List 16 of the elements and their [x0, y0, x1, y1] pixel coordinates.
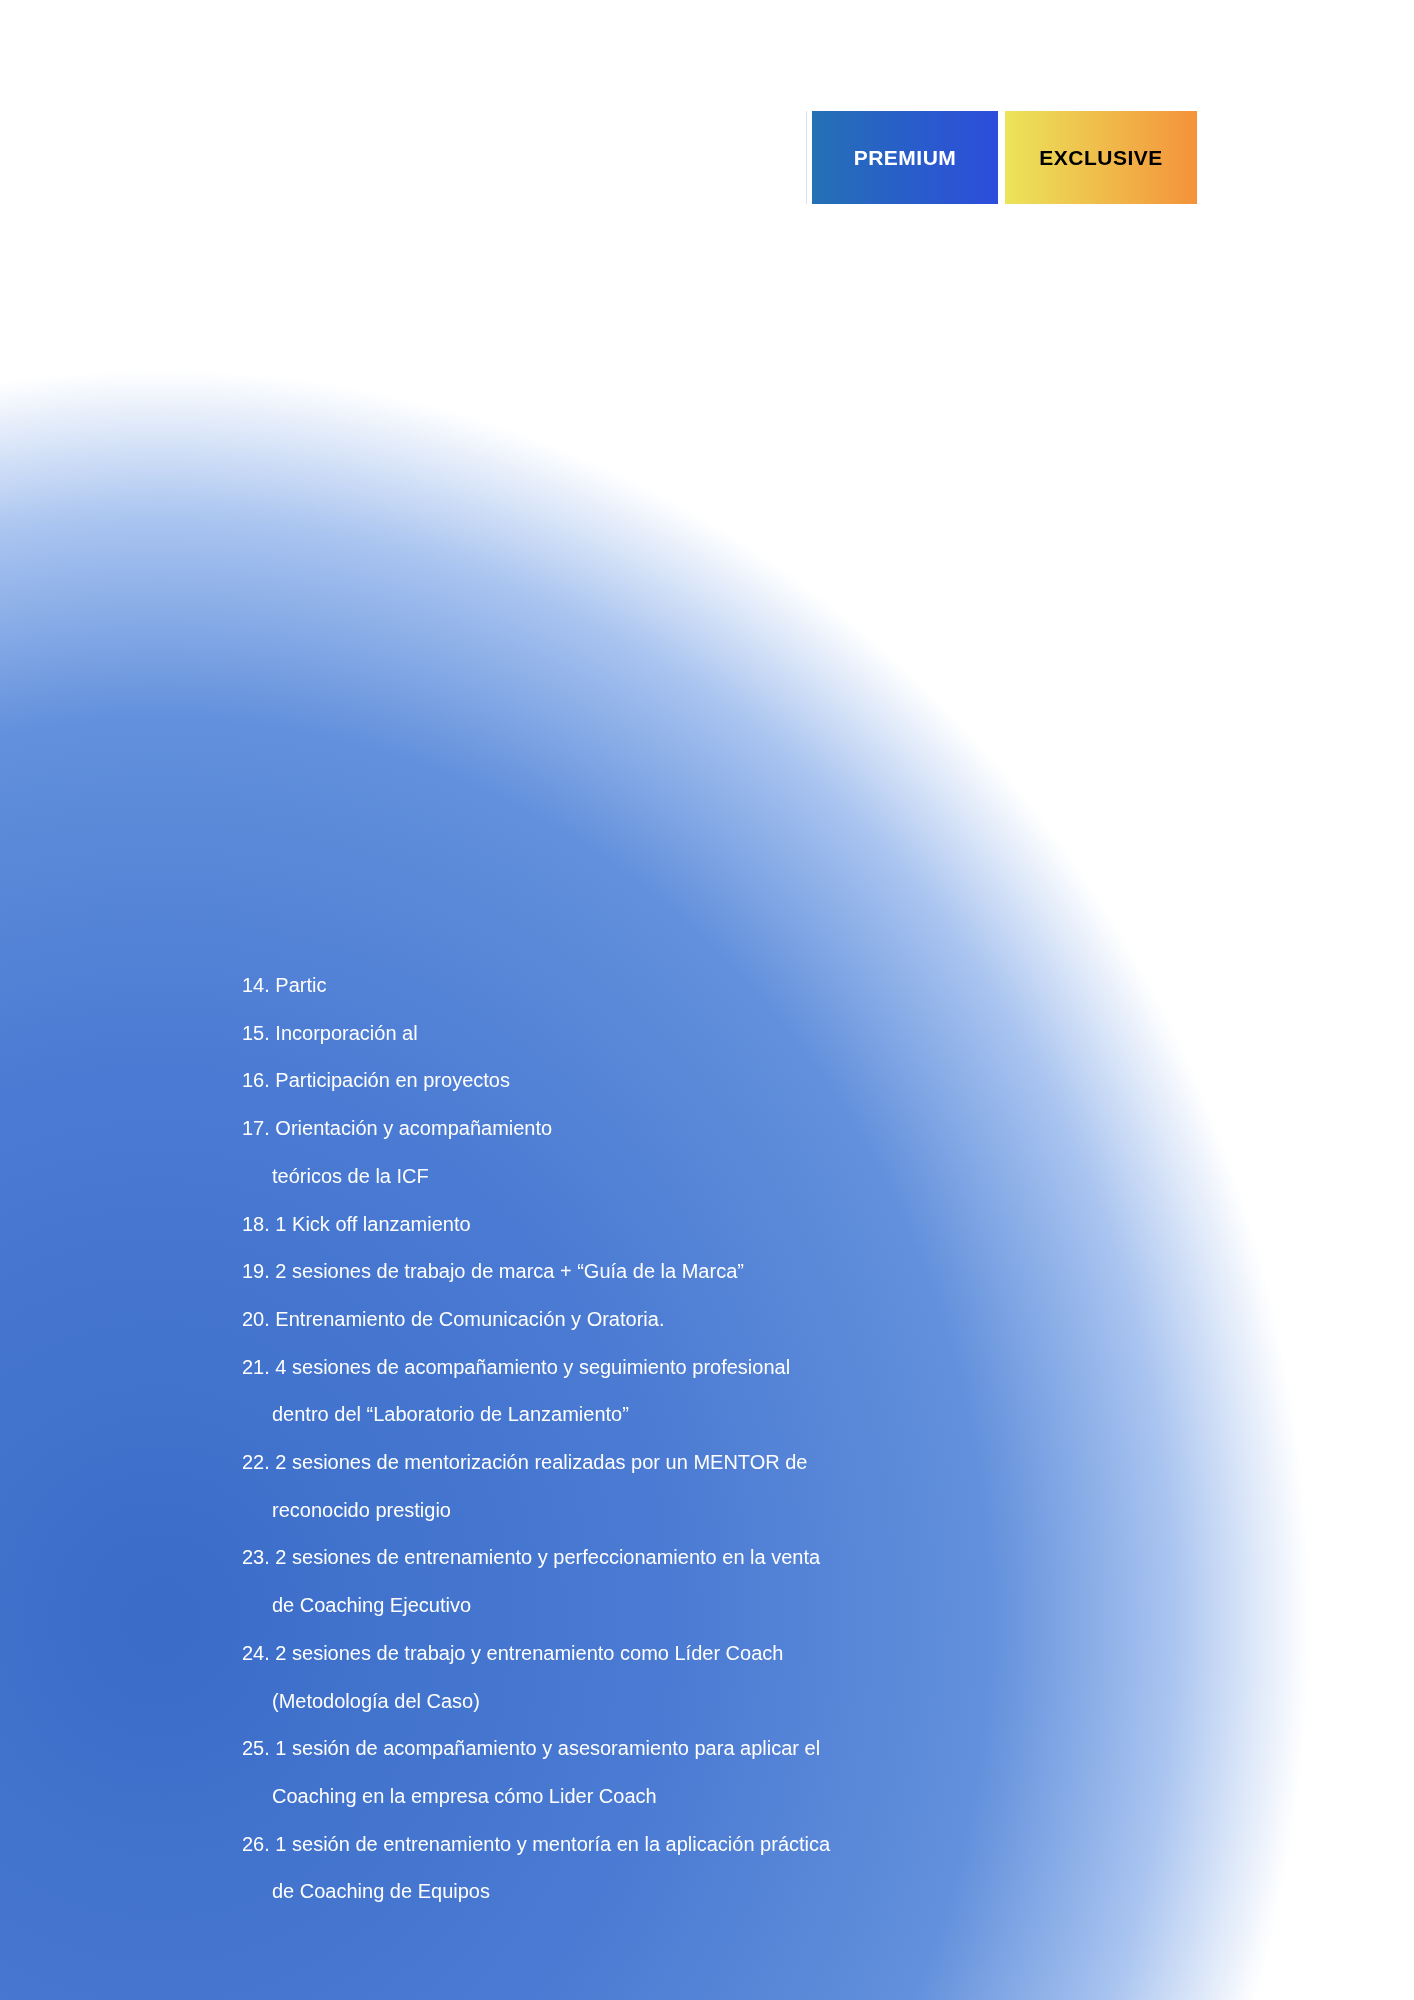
- list-item: 19. 2 sesiones de trabajo de marca + “Guía de la Marca”: [242, 1259, 745, 1285]
- tier-badge: PREMIUM: [812, 111, 998, 204]
- list-item: teóricos de la ICF: [272, 1163, 430, 1189]
- list-item: 24. 2 sesiones de trabajo y entrenamiento como Líder Coach (Metodología del Caso): [242, 1640, 785, 1714]
- list-item: 23. 2 sesiones de entrenamiento y perfeccionamiento en la venta de Coaching Ejecutivo: [242, 1545, 822, 1619]
- list-item: 26. 1 sesión de entrenamiento y mentoría en la aplicación práctica de Coaching de Equipos: [242, 1831, 832, 1905]
- tier-badge: EXCLUSIVE: [1005, 111, 1197, 204]
- list-item: 22. 2 sesiones de mentorización realizadas por un MENTOR de reconocido prestigio: [242, 1450, 809, 1523]
- list-item: 16. Participación en proyectos: [242, 1068, 511, 1094]
- list-item: 14. Partic: [242, 973, 328, 998]
- list-item: 15. Incorporación al: [242, 1020, 419, 1046]
- list-item: 18. 1 Kick off lanzamiento: [242, 1211, 472, 1237]
- list-item: 17. Orientación y acompañamiento: [242, 1116, 554, 1142]
- list-item: 25. 1 sesión de acompañamiento y asesoramiento para aplicar el Coaching en la empresa cómo Lider Coach: [242, 1736, 822, 1809]
- list-item: 20. Entrenamiento de Comunicación y Oratoria.: [242, 1306, 666, 1332]
- list-item: 21. 4 sesiones de acompañamiento y seguimiento profesional dentro del “Laboratorio de Lanzamiento”: [242, 1354, 792, 1428]
